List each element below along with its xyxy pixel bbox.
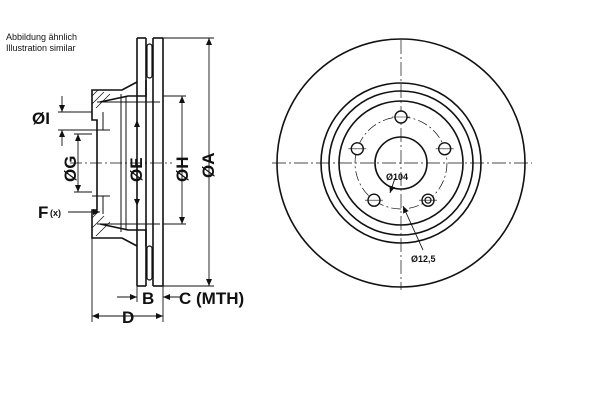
label-d: D (122, 308, 134, 327)
hub-hat-section (91, 80, 160, 247)
hat-outer-ring (328, 90, 474, 236)
friction-ring-inner (320, 82, 482, 244)
label-b: B (142, 289, 154, 308)
bolt-circle-leader (389, 177, 396, 194)
label-a: ØA (199, 153, 218, 179)
hole-leader (402, 205, 424, 251)
cooling-vanes (146, 43, 153, 281)
caption-line-2: Illustration similar (6, 43, 76, 53)
label-bolt-circle: Ø104 (386, 172, 408, 182)
label-i: ØI (32, 109, 50, 128)
front-view: Ø104 Ø12,5 (272, 38, 532, 290)
dim-i (58, 96, 92, 146)
dim-a (163, 37, 214, 287)
bolt-holes (348, 110, 454, 207)
caption-line-1: Abbildung ähnlich (6, 32, 78, 42)
label-e: ØE (127, 157, 146, 182)
label-hole: Ø12,5 (411, 254, 436, 264)
label-c: C (MTH) (179, 289, 244, 308)
hat-step-ring (338, 100, 464, 226)
dim-b (117, 286, 182, 302)
reference-hole-inner (424, 196, 432, 204)
section-hatching (91, 89, 111, 237)
dim-d (91, 238, 164, 322)
dim-h (163, 95, 186, 225)
dim-g (74, 133, 92, 193)
side-view: ØI ØG ØE ØH ØA F (x) (32, 37, 244, 327)
center-bore (374, 136, 428, 190)
disc-outer-edge (276, 38, 526, 288)
label-g: ØG (61, 156, 80, 182)
label-f-sub: (x) (50, 208, 61, 218)
label-h: ØH (173, 157, 192, 183)
label-f: F (38, 203, 48, 222)
